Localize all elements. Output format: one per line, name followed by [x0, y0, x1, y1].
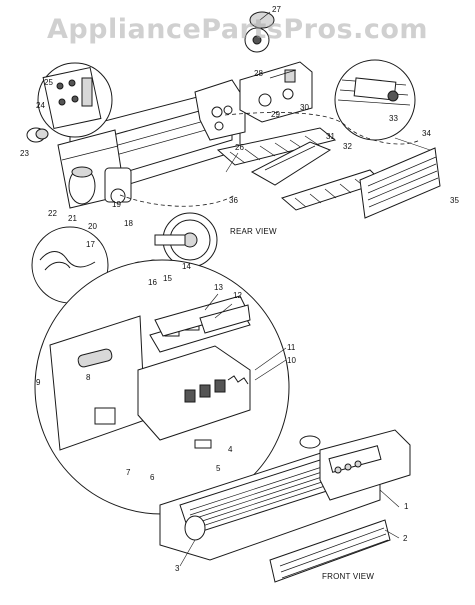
label-19: 19 [112, 200, 121, 209]
label-26: 26 [235, 143, 244, 152]
label-22: 22 [48, 209, 57, 218]
front-grille [269, 519, 391, 583]
label-20: 20 [88, 222, 97, 231]
label-21: 21 [68, 214, 77, 223]
rear-view-label: REAR VIEW [230, 227, 277, 236]
label-24: 24 [36, 101, 45, 110]
label-28: 28 [254, 69, 263, 78]
part-labels: 1 2 3 4 5 6 7 8 9 10 11 12 13 14 15 16 1… [20, 5, 459, 581]
label-10: 10 [287, 356, 296, 365]
label-8: 8 [86, 373, 91, 382]
label-3: 3 [175, 564, 180, 573]
label-27: 27 [272, 5, 281, 14]
scroll-36 [250, 141, 332, 186]
label-16: 16 [148, 278, 157, 287]
motor-mount-assembly [239, 11, 313, 123]
bearing-detail-circle [334, 59, 416, 141]
leader-lines [179, 11, 431, 567]
label-23: 23 [20, 149, 29, 158]
label-6: 6 [150, 473, 155, 482]
label-1: 1 [404, 502, 409, 511]
label-17: 17 [86, 240, 95, 249]
rear-grille [359, 147, 441, 219]
label-5: 5 [216, 464, 221, 473]
label-2: 2 [403, 534, 408, 543]
label-12: 12 [233, 291, 242, 300]
label-34: 34 [422, 129, 431, 138]
connector-23 [26, 127, 49, 143]
label-14: 14 [182, 262, 191, 271]
control-chassis [57, 79, 246, 209]
switch-detail-circle [37, 62, 113, 138]
label-9: 9 [36, 378, 41, 387]
label-25: 25 [44, 78, 53, 87]
blower-wheel-31 [216, 127, 337, 166]
label-4: 4 [228, 445, 233, 454]
label-35: 35 [450, 196, 459, 205]
capacitor [68, 166, 132, 205]
label-11: 11 [287, 343, 296, 352]
fan-wheel [154, 212, 218, 268]
cabinet [159, 429, 411, 561]
label-30: 30 [300, 103, 309, 112]
label-18: 18 [124, 219, 133, 228]
label-36: 36 [229, 196, 238, 205]
label-32: 32 [343, 142, 352, 151]
label-31: 31 [326, 132, 335, 141]
label-29: 29 [271, 110, 280, 119]
label-13: 13 [214, 283, 223, 292]
control-panel-overlay [154, 295, 251, 337]
label-15: 15 [163, 274, 172, 283]
label-33: 33 [389, 114, 398, 123]
front-view-label: FRONT VIEW [322, 572, 374, 581]
label-7: 7 [126, 468, 131, 477]
